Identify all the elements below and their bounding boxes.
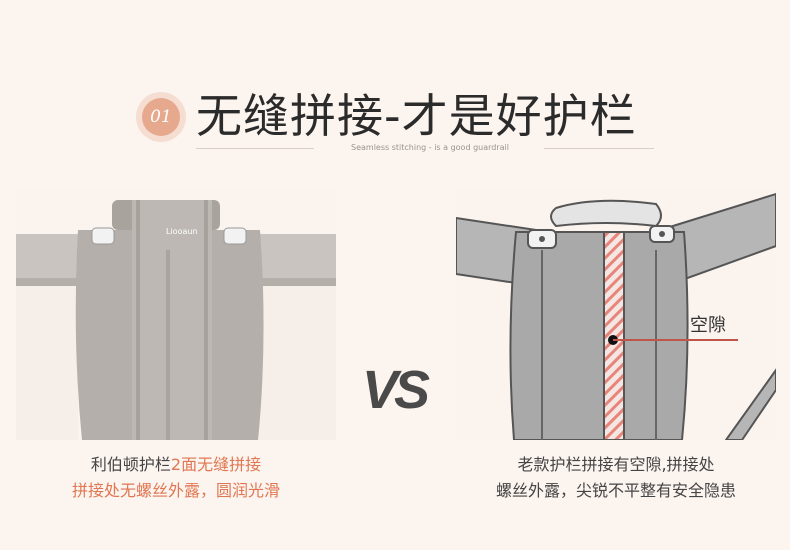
product-photo: Liooaun bbox=[16, 190, 336, 440]
title-rule-right bbox=[544, 148, 654, 149]
right-caption-line2: 螺丝外露，尖锐不平整有安全隐患 bbox=[495, 481, 736, 500]
vs-label: VS bbox=[362, 360, 430, 420]
left-caption-normal: 利伯顿护栏 bbox=[90, 455, 171, 474]
old-guardrail-illustration bbox=[456, 190, 776, 440]
title-rule-left bbox=[196, 148, 314, 149]
left-caption-line2: 拼接处无螺丝外露，圆润光滑 bbox=[71, 481, 280, 500]
brand-logo: Liooaun bbox=[166, 227, 198, 236]
section-title: 无缝拼接-才是好护栏 bbox=[196, 89, 637, 143]
left-caption-line1: 利伯顿护栏2面无缝拼接 bbox=[16, 452, 336, 478]
left-caption-highlight: 2面无缝拼接 bbox=[170, 455, 262, 474]
section-subtitle: Seamless stitching - is a good guardrail bbox=[351, 143, 509, 152]
section-number-badge: 01 bbox=[136, 92, 186, 142]
right-caption-line1: 老款护栏拼接有空隙,拼接处 bbox=[517, 455, 715, 474]
section-header: 01 无缝拼接-才是好护栏 Seamless stitching - is a … bbox=[0, 0, 790, 160]
section-number: 01 bbox=[142, 98, 180, 136]
gap-label: 空隙 bbox=[690, 315, 726, 336]
